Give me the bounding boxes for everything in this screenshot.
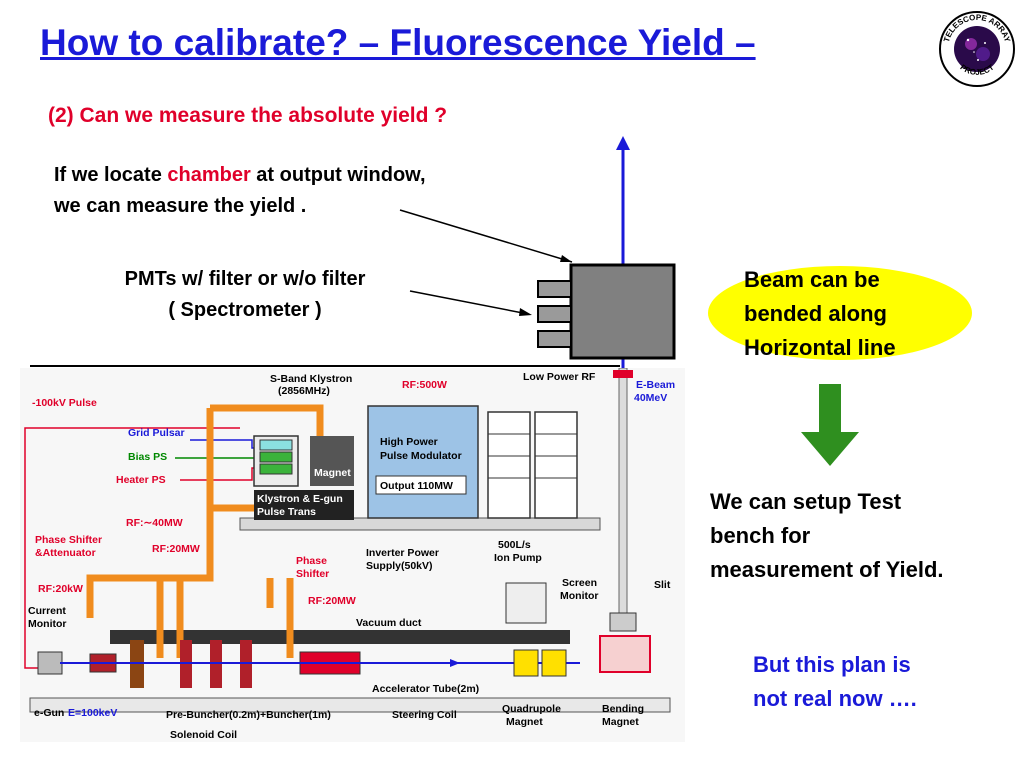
waveguides xyxy=(86,404,324,658)
setup-line1: We can setup Test xyxy=(710,489,902,514)
klystron-egun-label-2: Pulse Trans xyxy=(257,506,316,518)
green-arrow-head xyxy=(801,432,859,466)
svg-text:PROJECT: PROJECT xyxy=(958,63,995,77)
locate-prefix: If we locate xyxy=(54,164,168,186)
slit-box xyxy=(609,612,637,632)
locate-suffix: at output window, xyxy=(250,164,426,186)
vertical-beam-pipe xyxy=(618,368,628,619)
klystron-egun-label-1: Klystron & E-gun xyxy=(257,493,343,505)
rf-500-label: RF:500W xyxy=(402,379,447,391)
klystron-pulse-trans xyxy=(254,490,354,520)
steering-coil-label: Steering Coil xyxy=(392,709,457,721)
heater-ps-label: Heater PS xyxy=(116,474,166,486)
low-power-rf-label: Low Power RF xyxy=(523,371,596,383)
chamber-box xyxy=(569,263,676,360)
screen-monitor-label-2: Monitor xyxy=(560,590,599,602)
quadrupole-2 xyxy=(541,649,567,677)
current-monitor-label-2: Monitor xyxy=(28,618,67,630)
quadrupole-label-1: Quadrupole xyxy=(502,703,561,715)
locate-line2: we can measure the yield . xyxy=(54,195,307,217)
setup-line3: measurement of Yield. xyxy=(710,557,944,582)
phase-shifter-att-label-2: &Attenuator xyxy=(35,547,96,559)
rack-1 xyxy=(487,411,531,519)
telescope-array-logo: TELESCOPE ARRAY PROJECT xyxy=(939,11,1015,87)
pulse-modulator xyxy=(367,405,479,519)
plan-line2: not real now …. xyxy=(753,686,917,711)
bending-label-1: Bending xyxy=(602,703,644,715)
pmt-1 xyxy=(537,280,572,298)
current-monitor-label-1: Current xyxy=(28,605,66,617)
hp-modulator-label-2: Pulse Modulator xyxy=(380,450,462,462)
beam-bend-note: Beam can be bended along Horizontal line xyxy=(744,263,896,365)
rack-2 xyxy=(534,411,578,519)
setup-line2: bench for xyxy=(710,523,811,548)
beam-arrow-head xyxy=(616,136,630,150)
output-label: Output 110MW xyxy=(380,480,453,492)
grid-pulsar-label: Grid Pulsar xyxy=(128,427,185,439)
phase-shifter-att-label-1: Phase Shifter xyxy=(35,534,102,546)
chamber-pointer xyxy=(399,209,573,263)
pmt-note: PMTs w/ filter or w/o filter ( Spectrome… xyxy=(0,264,490,326)
phase-shifter-label-1: Phase xyxy=(296,555,327,567)
bias-ps-label: Bias PS xyxy=(128,451,167,463)
plan-line1: But this plan is xyxy=(753,652,911,677)
s-band-label: S-Band Klystron xyxy=(270,373,352,385)
beam-bend-line3: Horizontal line xyxy=(744,335,896,360)
bending-magnet xyxy=(599,635,651,673)
rf-20mw-b-label: RF:20MW xyxy=(308,595,356,607)
bending-label-2: Magnet xyxy=(602,716,639,728)
pmt-2 xyxy=(537,305,572,323)
inverter-label-2: Supply(50kV) xyxy=(366,560,433,572)
e-beam-energy-label: 40MeV xyxy=(634,392,667,404)
vacuum-duct xyxy=(110,630,570,644)
pmt-3 xyxy=(537,330,572,348)
beam-bend-line1: Beam can be xyxy=(744,267,880,292)
pmt-line2: ( Spectrometer ) xyxy=(168,299,322,321)
rf-20kw-label: RF:20kW xyxy=(38,583,83,595)
logo-text-bottom: PROJECT xyxy=(958,63,995,77)
e-gun-label: e-Gun xyxy=(34,707,64,719)
ion-pump xyxy=(505,582,547,624)
slide-subtitle: (2) Can we measure the absolute yield ? xyxy=(48,104,448,127)
ion-pump-label-1: 500L/s xyxy=(498,539,531,551)
test-bench-note: We can setup Test bench for measurement … xyxy=(710,485,944,587)
e-gun-energy-label: E=100keV xyxy=(68,707,117,719)
base-platform xyxy=(29,697,671,713)
chamber-highlight: chamber xyxy=(167,164,251,186)
plan-note: But this plan is not real now …. xyxy=(753,648,917,716)
solenoid-label: Solenoid Coil xyxy=(170,729,237,741)
e-gun-body xyxy=(37,651,63,675)
pulse-100kv-label: -100kV Pulse xyxy=(32,397,97,409)
beam-bend-ellipse xyxy=(708,266,972,360)
output-window xyxy=(613,370,633,378)
magnet-box xyxy=(310,436,354,486)
locate-chamber-note: If we locate chamber at output window, w… xyxy=(54,160,426,222)
pmt-line1: PMTs w/ filter or w/o filter xyxy=(124,268,366,290)
slit-label: Slit xyxy=(654,579,671,591)
s-band-freq-label: (2856MHz) xyxy=(278,385,330,397)
accel-tube-label: Accelerator Tube(2m) xyxy=(372,683,479,695)
e-beam-label: E-Beam xyxy=(636,379,675,391)
beam-bend-line2: bended along xyxy=(744,301,887,326)
diagram-background xyxy=(20,368,685,742)
screen-monitor-label-1: Screen xyxy=(562,577,597,589)
ion-pump-label-2: Ion Pump xyxy=(494,552,542,564)
buncher-label: Pre-Buncher(0.2m)+Buncher(1m) xyxy=(166,709,331,721)
phase-shifter-label-2: Shifter xyxy=(296,568,329,580)
rf-40mw-label: RF:∼40MW xyxy=(126,517,183,529)
pmt-pointer xyxy=(409,290,529,315)
linac-diagram: S-Band Klystron (2856MHz) RF:500W Low Po… xyxy=(20,368,685,742)
rf-20mw-a-label: RF:20MW xyxy=(152,543,200,555)
magnet-label: Magnet xyxy=(314,467,351,479)
inverter-label-1: Inverter Power xyxy=(366,547,439,559)
hp-modulator-label-1: High Power xyxy=(380,436,438,448)
quadrupole-1 xyxy=(513,649,539,677)
green-arrow-shaft xyxy=(819,384,841,432)
slide-title: How to calibrate? – Fluorescence Yield – xyxy=(40,22,756,63)
quadrupole-label-2: Magnet xyxy=(506,716,543,728)
vacuum-duct-label: Vacuum duct xyxy=(356,617,422,629)
